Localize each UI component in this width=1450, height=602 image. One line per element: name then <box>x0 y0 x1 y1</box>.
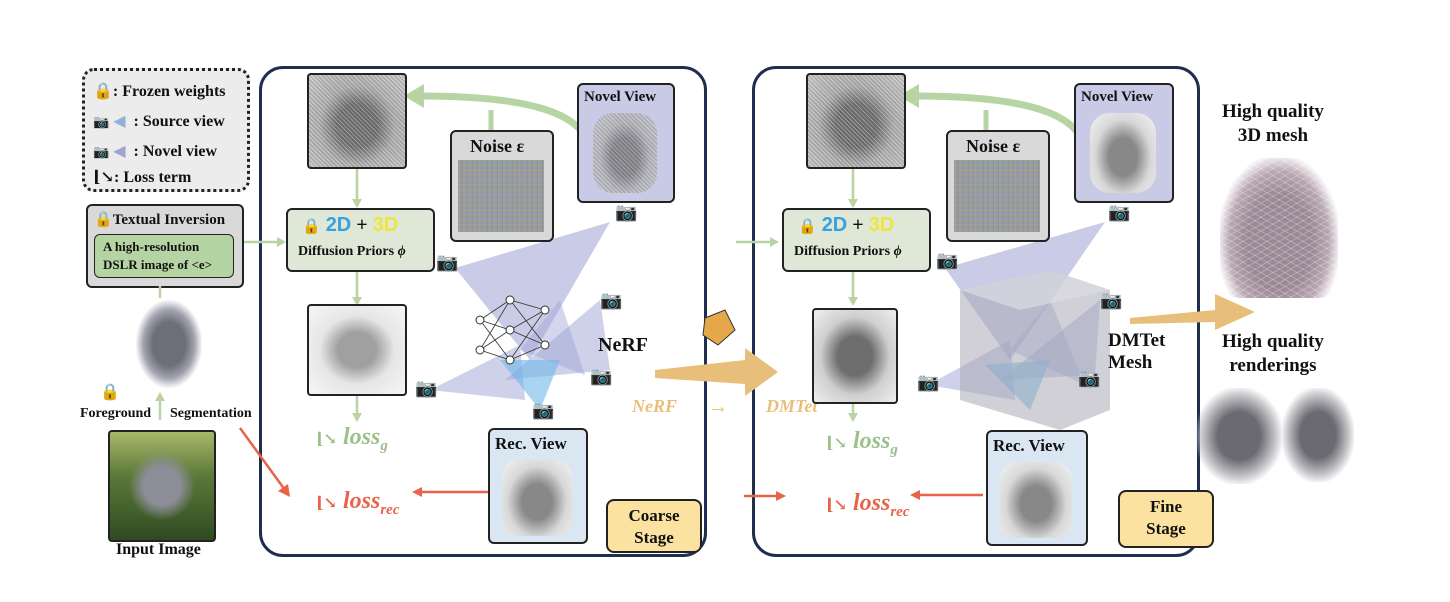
legend-novel-row: 📷 ◀ : Novel view <box>93 143 218 160</box>
lock-icon: 🔒 <box>93 83 113 100</box>
camera-icon: 📷 <box>1100 290 1123 310</box>
coarse-predicted-image <box>307 304 407 396</box>
fine-rec-view-label: Rec. View <box>993 436 1065 455</box>
prompt-box: A high-resolution DSLR image of <e> <box>94 234 234 278</box>
camera-icon: 📷 <box>93 144 110 159</box>
output-mesh-image <box>1220 158 1338 298</box>
legend-source-label: Source view <box>142 113 225 130</box>
coarse-rec-view-box: Rec. View <box>488 428 588 544</box>
legend-loss-row: ⌊↘: Loss term <box>93 167 191 187</box>
fine-predicted-image <box>812 308 898 404</box>
legend-frozen-row: 🔒: Frozen weights <box>93 81 226 101</box>
coarse-novel-view-label: Novel View <box>584 89 657 105</box>
coarse-novel-view-image <box>593 113 657 193</box>
fine-priors-title: 🔒 2D + 3D <box>798 214 895 236</box>
legend-source-row: 📷 ◀ : Source view <box>93 113 225 130</box>
fine-noise-label: Noise ε <box>966 136 1021 156</box>
fine-rec-view-box: Rec. View <box>986 430 1088 546</box>
prompt-line2: DSLR image of <e> <box>103 257 213 272</box>
fine-diffusion-priors-box: 🔒 2D + 3D Diffusion Priors ϕ <box>782 208 931 272</box>
legend-frozen-label: : Frozen weights <box>112 83 226 100</box>
lock-icon: 🔒 <box>302 219 321 235</box>
transition-arrow: → <box>708 396 728 418</box>
fine-loss-rec: ⌊↘ lossrec <box>826 490 910 520</box>
coarse-priors-label: Diffusion Priors ϕ <box>298 244 406 259</box>
fine-novel-view-box: Novel View <box>1074 83 1174 203</box>
foreground-label: Foreground <box>80 406 152 421</box>
prompt-line1: A high-resolution <box>103 239 200 254</box>
coarse-loss-rec: ⌊↘ lossrec <box>316 488 400 518</box>
legend-novel-label: Novel view <box>142 143 218 160</box>
fine-noise-box: Noise ε <box>946 130 1050 242</box>
camera-icon: 📷 <box>615 202 638 222</box>
fine-loss-g: ⌊↘ lossg <box>826 428 898 458</box>
loss-curve-icon: ⌊↘ <box>316 431 337 448</box>
loss-curve-icon: ⌊↘ <box>826 435 847 452</box>
loss-curve-icon: ⌊↘ <box>826 497 847 514</box>
output-render-image-2 <box>1282 388 1354 482</box>
segmented-dragon-image <box>136 300 202 388</box>
textual-inversion-box: 🔒Textual Inversion A high-resolution DSL… <box>86 204 244 288</box>
transition-to-label: DMTet <box>766 396 818 416</box>
coarse-noise-label: Noise ε <box>470 136 525 156</box>
novel-cone-icon: ◀ <box>113 143 126 160</box>
input-image <box>108 430 216 542</box>
fine-novel-view-label: Novel View <box>1081 89 1154 105</box>
nerf-label: NeRF <box>598 334 648 356</box>
lock-icon: 🔒 <box>94 212 113 228</box>
source-cone-icon: ◀ <box>113 113 126 130</box>
fine-novel-view-image <box>1090 113 1156 193</box>
camera-icon: 📷 <box>1078 368 1101 388</box>
fine-priors-label: Diffusion Priors ϕ <box>794 244 902 259</box>
legend-loss-label: : Loss term <box>113 169 192 186</box>
camera-icon: 📷 <box>936 250 959 270</box>
fine-rec-view-image <box>1000 462 1072 538</box>
camera-icon: 📷 <box>93 114 110 129</box>
fine-noise-image <box>954 160 1040 232</box>
camera-icon: 📷 <box>415 378 438 398</box>
coarse-denoised-image <box>307 73 407 169</box>
coarse-diffusion-priors-box: 🔒 2D + 3D Diffusion Priors ϕ <box>286 208 435 272</box>
coarse-noise-box: Noise ε <box>450 130 554 242</box>
coarse-rec-view-image <box>502 460 572 536</box>
camera-icon: 📷 <box>532 400 555 420</box>
coarse-priors-title: 🔒 2D + 3D <box>302 214 399 236</box>
coarse-loss-g: ⌊↘ lossg <box>316 424 388 454</box>
camera-icon: 📷 <box>1108 202 1131 222</box>
fine-denoised-image <box>806 73 906 169</box>
textual-inversion-title: 🔒Textual Inversion <box>94 212 226 228</box>
loss-curve-icon: ⌊↘ <box>93 169 114 186</box>
output-render-image-1 <box>1196 388 1282 484</box>
lock-icon: 🔒 <box>100 384 120 401</box>
loss-curve-icon: ⌊↘ <box>316 495 337 512</box>
camera-icon: 📷 <box>600 290 623 310</box>
coarse-novel-view-box: Novel View <box>577 83 675 203</box>
camera-icon: 📷 <box>436 252 459 272</box>
coarse-rec-view-label: Rec. View <box>495 434 567 453</box>
coarse-noise-image <box>458 160 544 232</box>
legend-box: 🔒: Frozen weights 📷 ◀ : Source view 📷 ◀ … <box>82 68 250 192</box>
transition-from-label: NeRF <box>632 396 677 416</box>
camera-icon: 📷 <box>590 366 613 386</box>
lock-icon: 🔒 <box>798 219 817 235</box>
camera-icon: 📷 <box>917 372 940 392</box>
segmentation-label: Segmentation <box>170 406 252 421</box>
input-image-label: Input Image <box>116 541 201 558</box>
